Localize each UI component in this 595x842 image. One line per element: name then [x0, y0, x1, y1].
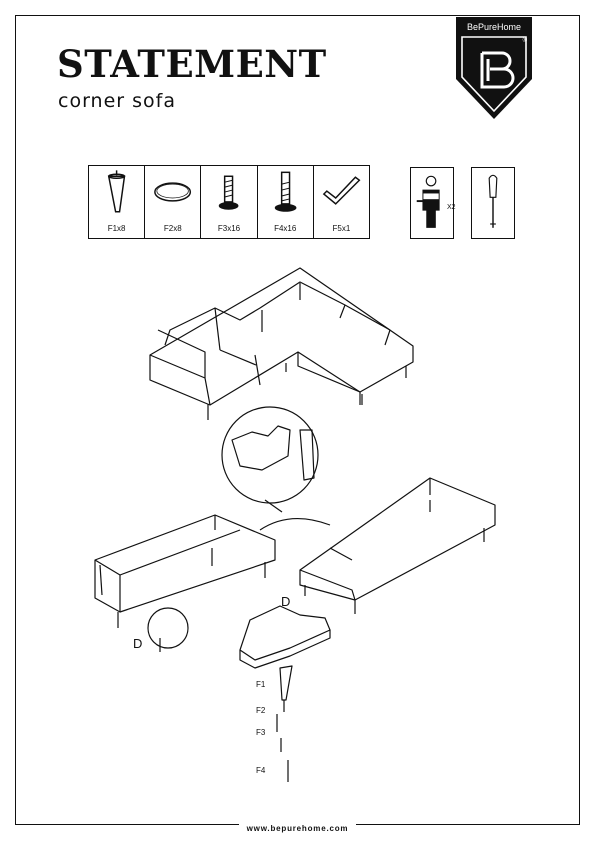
- part-f2: F2x8: [145, 166, 202, 238]
- website-url: www.bepurehome.com: [238, 824, 357, 833]
- allen-key-icon: [322, 176, 361, 205]
- footer: www.bepurehome.com: [0, 818, 595, 836]
- label-d-left: D: [133, 636, 143, 651]
- felt-pad-icon: [154, 182, 192, 202]
- leg-mounting-drawing: [239, 605, 331, 782]
- left-sofa-section-drawing: [94, 514, 276, 652]
- product-subtitle: corner sofa: [58, 90, 176, 112]
- part-label: F3x16: [217, 224, 241, 233]
- sofa-leg-icon: [107, 170, 126, 213]
- part-f3: F3x16: [201, 166, 258, 238]
- logo-shield-icon: [456, 17, 532, 119]
- logo-brand-text: BePureHome: [466, 22, 522, 32]
- product-title: STATEMENT: [57, 42, 327, 86]
- assembled-sofa-drawing: [149, 267, 414, 420]
- label-f2: F2: [256, 706, 266, 715]
- part-label: F1x8: [107, 224, 126, 233]
- label-d-detail: D: [281, 594, 291, 609]
- long-bolt-icon: [274, 171, 297, 212]
- screwdriver-panel: [471, 167, 515, 239]
- label-f4: F4: [256, 766, 266, 775]
- short-bolt-icon: [219, 175, 239, 210]
- part-f4: F4x16: [258, 166, 314, 238]
- people-count: X2: [447, 204, 456, 211]
- connector-arc: [259, 517, 331, 531]
- label-f1: F1: [256, 680, 266, 689]
- part-label: F4x16: [274, 224, 297, 233]
- part-label: F5x1: [332, 224, 351, 233]
- screwdriver-icon: [488, 174, 498, 228]
- two-person-panel: [410, 167, 454, 239]
- part-f5: F5x1: [314, 166, 369, 238]
- part-f1: F1x8: [89, 166, 146, 238]
- part-label: F2x8: [163, 224, 182, 233]
- label-f3: F3: [256, 728, 266, 737]
- brand-logo: BePureHome ®: [452, 17, 536, 121]
- registered-mark: ®: [522, 38, 527, 44]
- two-person-icon: [416, 175, 440, 228]
- right-sofa-section-drawing: [299, 477, 496, 614]
- parts-list: F1x8 F2x8 F3x16 F4x16 F5x1: [88, 165, 370, 239]
- connector-detail-drawing: [221, 406, 319, 513]
